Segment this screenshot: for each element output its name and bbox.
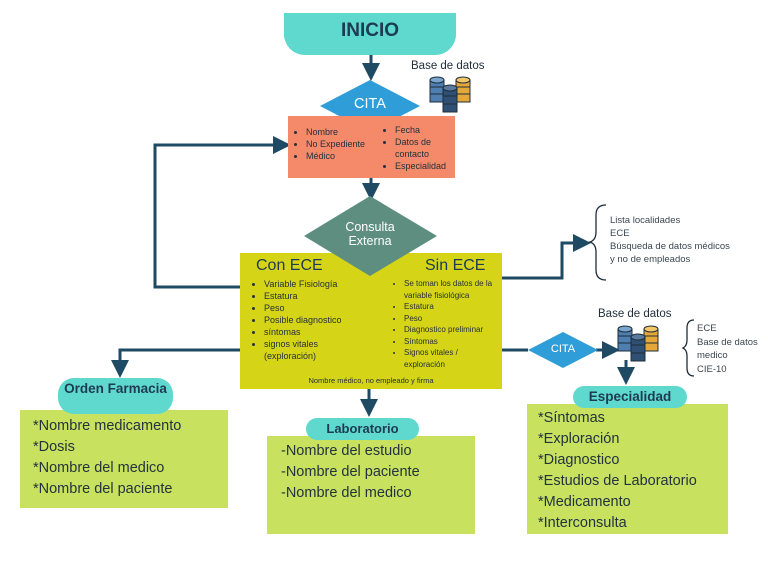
laboratorio-item: -Nombre del estudio [281,443,412,459]
consulta-diamond [304,196,437,276]
farmacia-box: *Nombre medicamento *Dosis *Nombre del m… [20,410,228,508]
con-ece-item: Posible diagnostico [264,314,376,326]
especialidad-title: Especialidad [573,386,687,408]
inicio-node-cap [284,13,456,55]
farmacia-item: *Nombre medicamento [33,418,182,434]
side-item: Búsqueda de datos médicos [610,241,730,252]
arrow-farmacia [111,348,240,378]
cita-diamond-2 [528,332,598,368]
brace-1 [587,204,607,281]
consulta-box: Con ECE Variable Fisiología Estatura Pes… [240,253,502,389]
side-item: CIE-10 [697,363,727,375]
con-ece-title: Con ECE [256,257,323,274]
database-icon [617,325,659,362]
con-ece-list: Variable Fisiología Estatura Peso Posibl… [250,278,376,362]
especialidad-item: *Medicamento [538,494,631,510]
arrow-loop-back [153,136,291,289]
cita-info-item: Datos de contacto [395,136,467,160]
sin-ece-list: Se toman los datos de la variable fisiol… [390,278,512,370]
especialidad-item: *Diagnostico [538,452,620,468]
cita-info-item: Especialidad [395,160,467,172]
laboratorio-item: -Nombre del medico [281,485,412,501]
farmacia-item: *Nombre del paciente [33,481,173,497]
side-item: y no de empleados [610,254,691,265]
sin-ece-item: Signos vitales / exploración [404,347,474,370]
con-ece-item: Peso [264,302,376,314]
cita-info-box: Nombre No Expediente Médico Fecha Datos … [288,116,455,178]
cita-info-item: No Expediente [306,138,376,150]
side-list-2: ECE Base de datos medico CIE-10 [697,322,758,376]
side-item: medico [697,350,728,361]
especialidad-box: *Síntomas *Exploración *Diagnostico *Est… [527,404,728,534]
sin-ece-item: Se toman los datos de la variable fisiol… [404,278,512,301]
side-item: Lista localidades [610,215,681,226]
con-ece-item: Variable Fisiología [264,278,376,290]
inicio-label: INICIO [340,20,400,41]
arrow-side-list [502,234,591,280]
sin-ece-item: Diagnostico preliminar [404,324,512,336]
cita-info-item: Médico [306,150,376,162]
con-ece-item: síntomas [264,326,376,338]
sin-ece-item: Peso [404,313,512,325]
side-item: ECE [610,228,630,239]
brace-2 [681,319,695,377]
especialidad-item: *Estudios de Laboratorio [538,473,697,489]
sin-ece-item: Estatura [404,301,512,313]
cita-label: CITA [354,96,386,112]
cita-info-right: Fecha Datos de contacto Especialidad [381,124,467,172]
laboratorio-box: -Nombre del estudio -Nombre del paciente… [267,436,475,534]
especialidad-item: *Síntomas [538,410,605,426]
laboratorio-title: Laboratorio [306,418,419,440]
base-datos-label-2: Base de datos [598,308,672,320]
side-list-1: Lista localidades ECE Búsqueda de datos … [610,214,730,266]
consulta-label: Consulta Externa [345,220,395,248]
database-icon [429,76,471,113]
especialidad-item: *Exploración [538,431,620,447]
side-item: ECE [697,323,717,334]
farmacia-item: *Nombre del medico [33,460,165,476]
farmacia-item: *Dosis [33,439,75,455]
cita-info-item: Fecha [395,124,467,136]
con-ece-item: signos vitales (exploración) [264,338,344,362]
orden-farmacia-title: Orden Farmacia [58,378,173,414]
sin-ece-item: Síntomas [404,336,512,348]
firma-label: Nombre médico, no empleado y firma [308,376,434,385]
cita-info-item: Nombre [306,126,376,138]
cita-info-left: Nombre No Expediente Médico [292,126,376,162]
especialidad-item: *Interconsulta [538,515,627,531]
laboratorio-item: -Nombre del paciente [281,464,420,480]
sin-ece-title: Sin ECE [425,257,486,274]
cita-label-2: CITA [550,343,576,355]
side-item: Base de datos [697,336,758,348]
con-ece-item: Estatura [264,290,376,302]
base-datos-label-1: Base de datos [411,60,485,72]
